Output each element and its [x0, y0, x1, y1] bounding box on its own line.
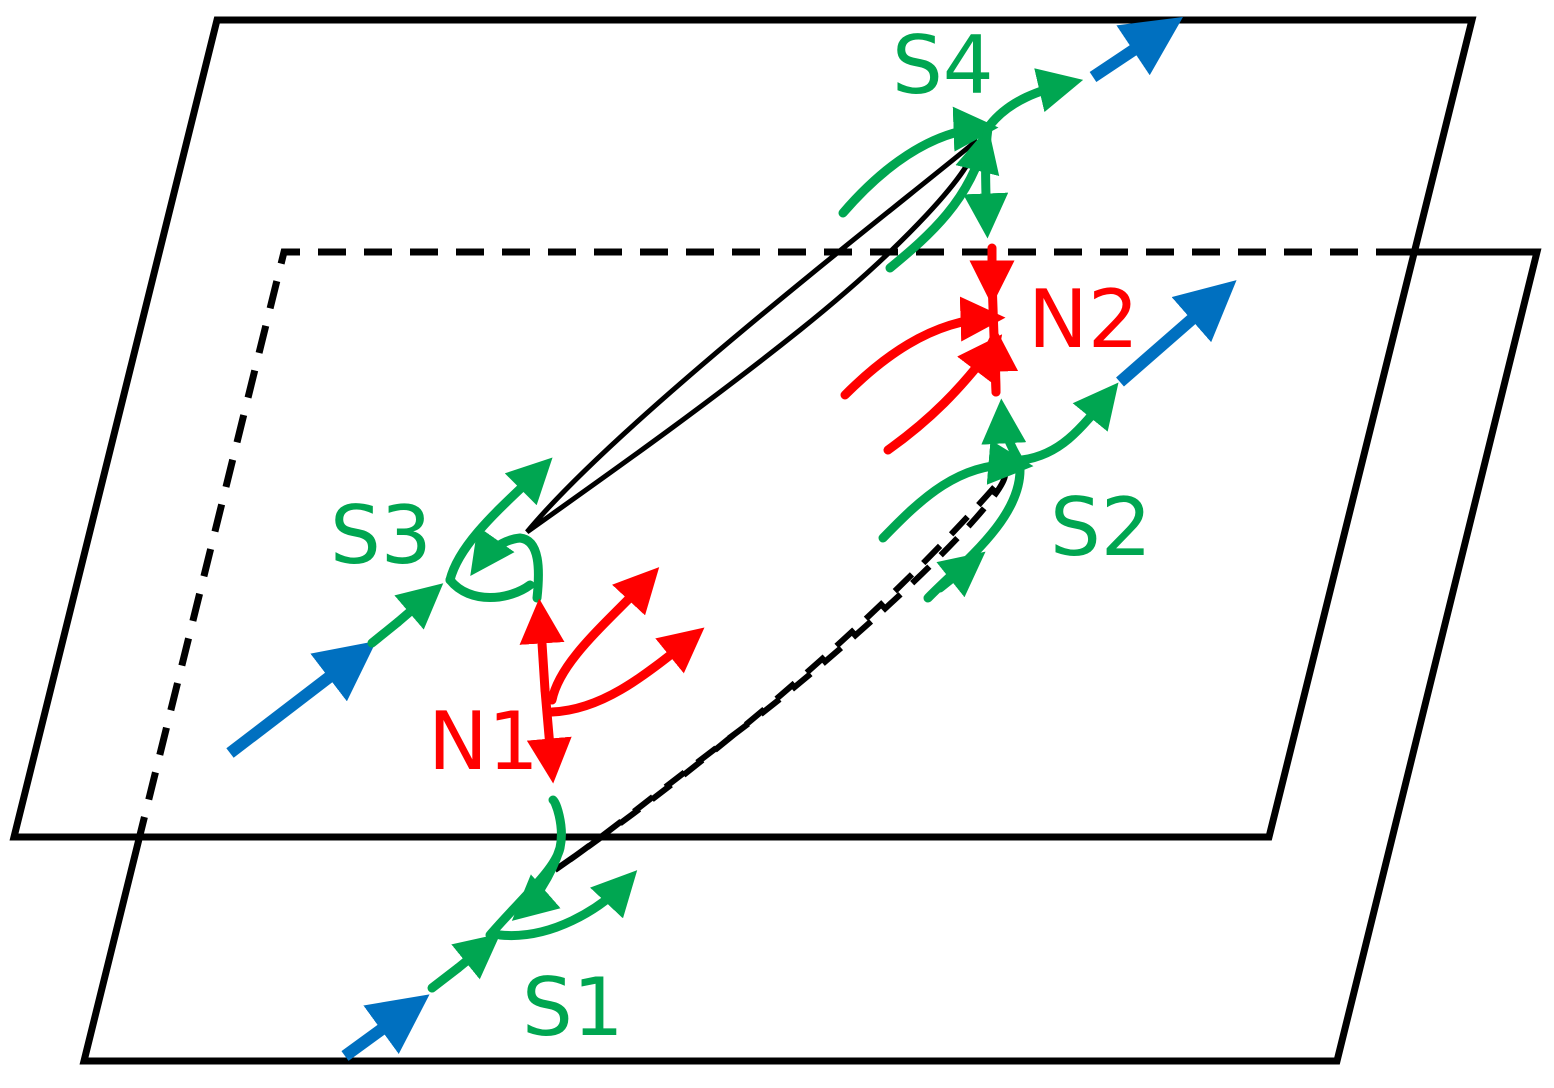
blue-arrows	[226, 17, 1237, 1061]
s4-structure	[838, 68, 1084, 273]
s4-down-branch	[963, 123, 1009, 239]
s2-outflow	[1017, 382, 1119, 465]
label-s2: S2	[1050, 481, 1152, 574]
n1-fan-upper	[547, 567, 660, 705]
lower-plane-hidden-edge	[135, 248, 1404, 840]
s1-loop	[490, 795, 566, 935]
blue-arrow-left	[226, 641, 377, 758]
green-field-lines	[367, 68, 1119, 993]
n1-spine-down	[526, 685, 572, 784]
lower-plane	[79, 248, 1542, 1065]
s2-inflow-lower-arrow	[935, 551, 986, 598]
s3-inflow-arrow	[393, 583, 444, 630]
n2-spine-center	[987, 275, 1001, 397]
n2-fan-lower	[883, 334, 1003, 455]
s3-loop-upper	[445, 457, 553, 585]
s4-inflow-lower	[885, 126, 1000, 273]
n1-fan-lower	[547, 627, 705, 717]
flux-tube-upper	[525, 137, 978, 535]
n2-fan-upper	[840, 296, 1006, 400]
s2-structure	[878, 382, 1119, 603]
s2-up-branch	[981, 398, 1027, 467]
label-s3: S3	[330, 489, 432, 582]
upper-plane	[9, 16, 1477, 841]
s3-loop-lower	[450, 538, 543, 598]
n1-spine-up	[519, 598, 565, 695]
blue-arrow-bottom	[341, 994, 430, 1061]
s1-inflow-dash	[427, 963, 463, 993]
s3-inflow-dash	[367, 617, 403, 648]
flux-tube-lower-dashed	[553, 466, 1009, 873]
s2-inflow-upper	[878, 439, 1034, 543]
s1-outflow	[495, 870, 638, 941]
red-field-lines	[519, 243, 1019, 784]
n2-structure	[840, 243, 1019, 455]
s3-structure	[367, 457, 553, 648]
blue-arrow-top	[1089, 17, 1183, 82]
lower-plane-solid-edge	[79, 248, 1542, 1065]
label-s1: S1	[522, 961, 624, 1054]
label-n2: N2	[1028, 273, 1139, 366]
label-n1: N1	[428, 695, 539, 788]
n1-structure	[519, 567, 705, 784]
blue-arrow-right	[1116, 280, 1237, 387]
s1-inflow-arrow	[451, 933, 501, 980]
label-s4: S4	[892, 19, 994, 112]
s4-outflow	[985, 68, 1084, 130]
s1-structure	[427, 795, 638, 993]
